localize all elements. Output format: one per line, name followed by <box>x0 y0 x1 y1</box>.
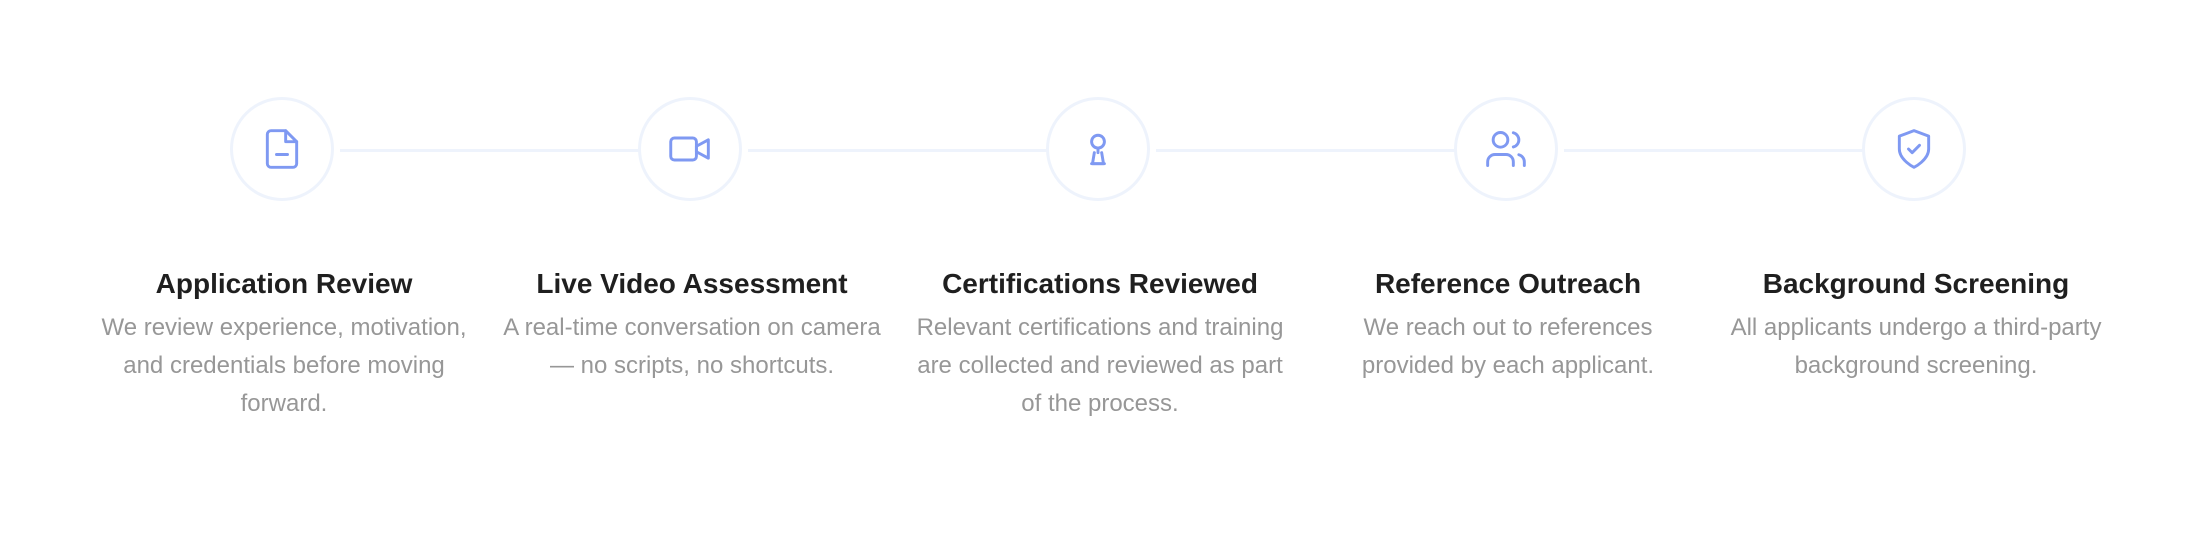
step-icon-circle <box>1862 97 1966 201</box>
connector-line <box>1564 149 1864 152</box>
shield-check-icon <box>1897 129 1931 169</box>
step-description: We review experience, motivation, and cr… <box>101 314 467 417</box>
step-title: Live Video Assessment <box>536 268 848 299</box>
connector-line <box>748 149 1048 152</box>
document-icon <box>265 129 299 169</box>
step-icon-circle <box>1046 97 1150 201</box>
step-title: Reference Outreach <box>1374 268 1642 299</box>
video-camera-icon <box>669 136 710 162</box>
award-icon <box>1090 133 1106 166</box>
step-icon-circle <box>230 97 334 201</box>
step-description: All applicants undergo a third-party bac… <box>1730 314 2102 379</box>
step-description: We reach out to references provided by e… <box>1361 314 1655 379</box>
step-description: A real-time conversation on camera — no … <box>503 314 881 379</box>
step-title: Application Review <box>155 268 413 299</box>
step-title: Background Screening <box>1762 268 2070 299</box>
step-icon-circle <box>1454 97 1558 201</box>
step-title: Certifications Reviewed <box>942 268 1258 299</box>
step-icon-circle <box>638 97 742 201</box>
step-description: Relevant certifications and training are… <box>916 314 1284 417</box>
users-icon <box>1486 131 1526 167</box>
connector-line <box>1156 149 1456 152</box>
connector-line <box>340 149 640 152</box>
